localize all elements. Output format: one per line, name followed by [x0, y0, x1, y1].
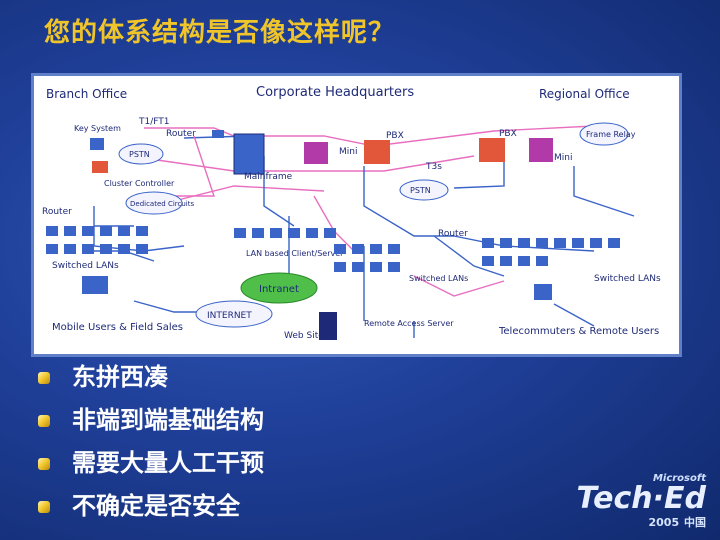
mini-center-icon	[304, 142, 328, 164]
bullet-item: 东拼西凑	[38, 360, 264, 403]
regional-office-label: Regional Office	[539, 87, 630, 101]
bullet-icon	[38, 415, 50, 427]
lan-based-label: LAN based Client/Server	[246, 249, 344, 258]
mainframe-label: Mainframe	[244, 172, 293, 182]
year-text: 2005	[649, 516, 680, 529]
pbx-right-icon	[479, 138, 505, 162]
router-left-label: Router	[166, 129, 196, 139]
pbx-right-label: PBX	[499, 129, 517, 139]
bullet-list: 东拼西凑 非端到端基础结构 需要大量人工干预 不确定是否安全	[38, 360, 264, 532]
bullet-item: 需要大量人工干预	[38, 446, 264, 489]
network-diagram: Branch Office Corporate Headquarters Reg…	[31, 73, 682, 357]
bullet-text: 不确定是否安全	[72, 492, 240, 520]
bullet-text: 东拼西凑	[72, 363, 168, 391]
pbx-center-icon	[364, 140, 390, 164]
branch-office-label: Branch Office	[46, 87, 127, 101]
telecommuter-pc-icon	[534, 284, 552, 300]
web-sites-label: Web Sites	[284, 331, 329, 341]
teched-logo: Microsoft Tech·Ed 2005 中国	[577, 473, 706, 530]
router-branch-label: Router	[42, 207, 72, 217]
switched-lans-right-cluster	[482, 238, 620, 266]
bullet-text: 非端到端基础结构	[72, 406, 264, 434]
switched-lans-center-cluster	[334, 244, 400, 272]
lan-based-cluster	[234, 228, 336, 238]
switched-lans-left-label: Switched LANs	[52, 261, 119, 271]
event-year: 2005 中国	[577, 514, 706, 530]
intranet-label: Intranet	[259, 284, 299, 295]
remote-access-label: Remote Access Server	[364, 319, 454, 328]
pstn-left-label: PSTN	[129, 150, 150, 159]
bullet-icon	[38, 501, 50, 513]
frame-relay-label: Frame Relay	[586, 130, 636, 139]
slide-title: 您的体系结构是否像这样呢？	[44, 12, 395, 49]
bullet-text: 需要大量人工干预	[72, 449, 264, 477]
mini-right-icon	[529, 138, 553, 162]
bullet-item: 非端到端基础结构	[38, 403, 264, 446]
switched-lans-center-label: Switched LANs	[409, 274, 468, 283]
dedicated-circuits-label: Dedicated Circuits	[130, 200, 194, 208]
cluster-controller-icon	[92, 161, 108, 173]
key-system-label: Key System	[74, 124, 121, 133]
bullet-icon	[38, 458, 50, 470]
mobile-users-label: Mobile Users & Field Sales	[52, 322, 183, 333]
router-center-label: Router	[438, 229, 468, 239]
cluster-controller-label: Cluster Controller	[104, 179, 175, 188]
t3s-label: T3s	[425, 162, 442, 172]
teched-wordmark: Tech·Ed	[577, 484, 706, 514]
corporate-hq-label: Corporate Headquarters	[256, 85, 414, 100]
switched-lans-right-label: Switched LANs	[594, 274, 661, 284]
telecommuters-label: Telecommuters & Remote Users	[498, 326, 659, 337]
pbx-center-label: PBX	[386, 131, 404, 141]
router-left-icon	[212, 130, 224, 138]
mobile-user-laptop-icon	[82, 276, 108, 294]
pstn-center-label: PSTN	[410, 186, 431, 195]
t1-ft1-label: T1/FT1	[138, 117, 170, 127]
bullet-icon	[38, 372, 50, 384]
mini-right-label: Mini	[554, 153, 572, 163]
mainframe-icon	[234, 134, 264, 174]
region-text: 中国	[684, 516, 706, 529]
internet-label: INTERNET	[207, 311, 252, 321]
key-system-icon	[90, 138, 104, 150]
bullet-item: 不确定是否安全	[38, 489, 264, 532]
mini-center-label: Mini	[339, 147, 357, 157]
